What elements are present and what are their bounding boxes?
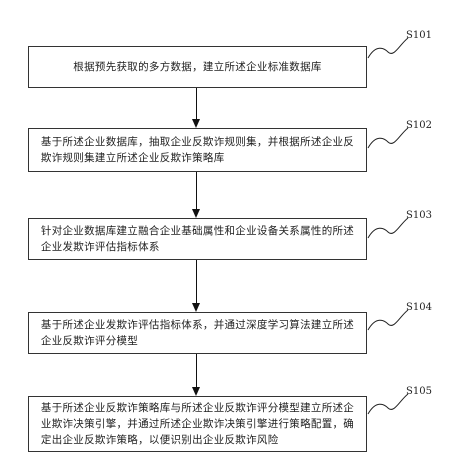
step-box-s101: 根据预先获取的多方数据，建立所述企业标准数据库 (28, 46, 367, 88)
step-box-s105: 基于所述企业反欺诈策略库与所述企业反欺诈评分模型建立所述企 业欺诈决策引擎，并通… (28, 396, 367, 452)
leader-line-s101 (367, 37, 409, 59)
step-label-s103: S103 (406, 210, 432, 221)
arrow-head-3-4 (192, 303, 200, 312)
step-box-s104: 基于所述企业发欺诈评估指标体系，并通过深度学习算法建立所述 企业反欺诈评分模型 (28, 312, 367, 354)
arrow-head-4-5 (192, 387, 200, 396)
step-label-s105: S105 (406, 386, 432, 397)
leader-line-s104 (367, 309, 409, 331)
arrow-3-4 (196, 260, 197, 304)
step-label-s102: S102 (406, 120, 432, 131)
step-box-s103: 针对企业数据库建立融合企业基础属性和企业设备关系属性的所述 企业发欺诈评估指标体… (28, 218, 367, 260)
leader-line-s102 (367, 127, 409, 149)
step-text-s101: 根据预先获取的多方数据，建立所述企业标准数据库 (73, 61, 322, 73)
arrow-2-3 (196, 172, 197, 210)
leader-line-s103 (367, 217, 409, 239)
arrow-1-2 (196, 88, 197, 120)
step-text-s105: 基于所述企业反欺诈策略库与所述企业反欺诈评分模型建立所述企 业欺诈决策引擎，并通… (40, 402, 355, 446)
leader-line-s105 (367, 393, 409, 415)
step-text-s102: 基于所述企业数据库，抽取企业反欺诈规则集，并根据所述企业反 欺诈规则集建立所述企… (40, 136, 355, 164)
step-text-s104: 基于所述企业发欺诈评估指标体系，并通过深度学习算法建立所述 企业反欺诈评分模型 (40, 319, 355, 347)
step-label-s101: S101 (406, 30, 432, 41)
step-label-s104: S104 (406, 302, 432, 313)
step-box-s102: 基于所述企业数据库，抽取企业反欺诈规则集，并根据所述企业反 欺诈规则集建立所述企… (28, 128, 367, 172)
arrow-head-1-2 (192, 119, 200, 128)
step-text-s103: 针对企业数据库建立融合企业基础属性和企业设备关系属性的所述 企业发欺诈评估指标体… (40, 225, 355, 253)
arrow-4-5 (196, 354, 197, 388)
arrow-head-2-3 (192, 209, 200, 218)
